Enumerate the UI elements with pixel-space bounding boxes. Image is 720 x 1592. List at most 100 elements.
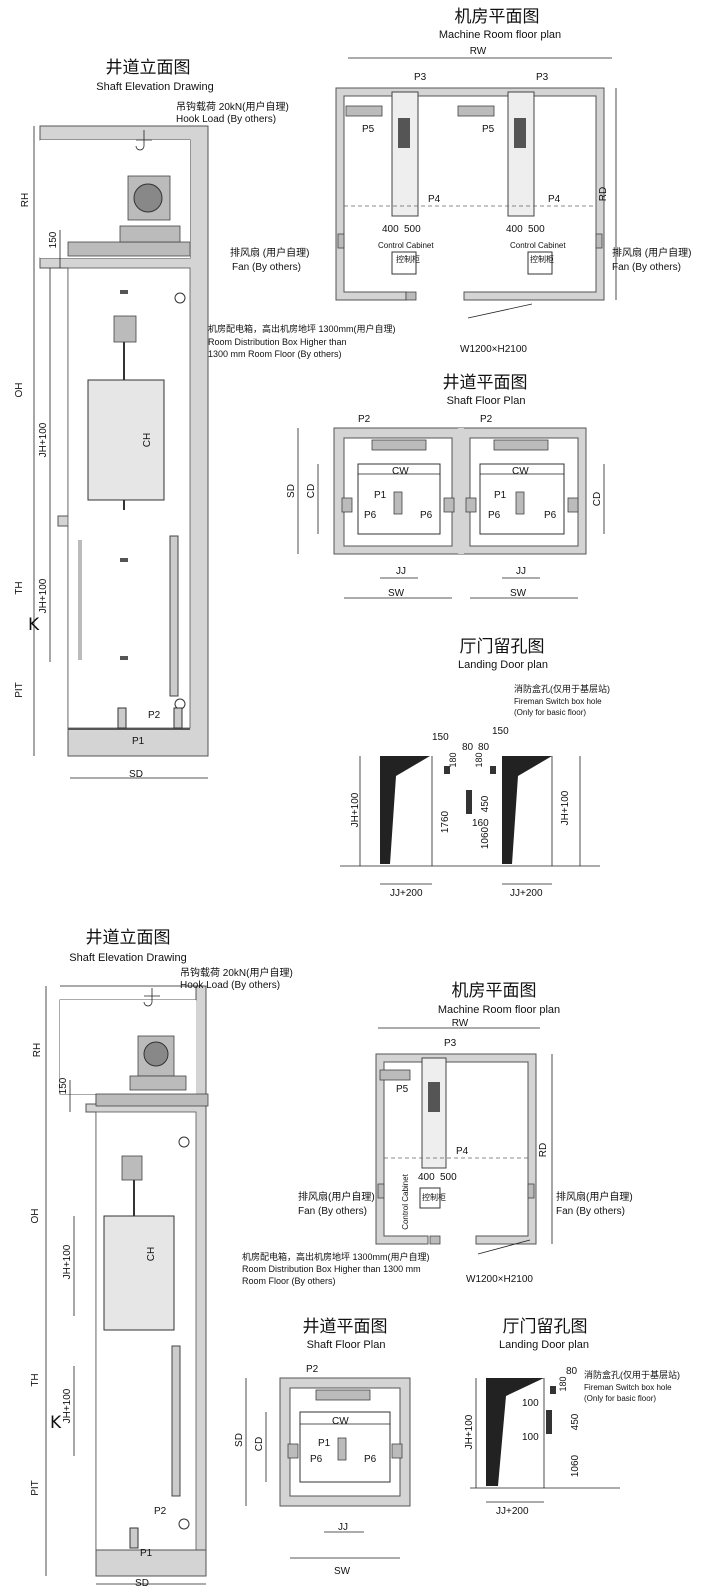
bot-mr-box-en1: Room Distribution Box Higher than 1300 m…: [242, 1264, 421, 1274]
bot-elev-p2: P2: [154, 1506, 167, 1517]
bot-sf-sd: SD: [234, 1433, 245, 1447]
bot-ld-450: 450: [570, 1413, 581, 1430]
mr-door-icon: [467, 303, 533, 319]
top-sf-p1a: P1: [374, 490, 387, 501]
bot-elev-jh100a: JH+100: [62, 1244, 73, 1279]
bot-mr-500: 500: [440, 1172, 457, 1183]
bot-elev-title-en: Shaft Elevation Drawing: [69, 952, 186, 964]
top-mr-door: W1200×H2100: [460, 344, 527, 355]
top-mr-fan-l-cn: 排风扇 (用户自理): [230, 246, 309, 259]
top-mr-box-en1: Room Distribution Box Higher than: [208, 337, 347, 347]
top-mr-p3a: P3: [414, 72, 427, 83]
control-cabinet-icon-b: [527, 251, 553, 275]
bot-ld-fire-en1: Fireman Switch box hole: [584, 1383, 672, 1392]
bot-ld-100b: 100: [522, 1432, 539, 1443]
bot-elev-k: K: [50, 1413, 62, 1433]
bot-mr-cab: Control Cabinet: [401, 1173, 410, 1229]
top-elev-ch: CH: [142, 433, 153, 447]
bot-mr-box-cn: 机房配电箱，高出机房地坪 1300mm(用户自理): [242, 1251, 430, 1262]
top-mr-title-cn: 机房平面图: [455, 7, 540, 27]
bot-elev-oh: OH: [30, 1209, 41, 1224]
top-elev-p2: P2: [148, 710, 161, 721]
bot-ld-fire-en2: (Only for basic floor): [584, 1394, 656, 1403]
bot-elev-jh100b: JH+100: [62, 1388, 73, 1423]
bottom-shaft-elevation: 井道立面图 Shaft Elevation Drawing RH 150 OH …: [30, 928, 293, 1589]
top-sf-p2a: P2: [358, 414, 371, 425]
top-mr-p3b: P3: [536, 72, 549, 83]
fireman-box-hole-icon: [444, 766, 450, 774]
car-icon: [87, 379, 165, 501]
bot-mr-title-en: Machine Room floor plan: [438, 1004, 560, 1016]
door-jamb-left-icon: [380, 756, 430, 864]
top-sf-p6d: P6: [544, 510, 557, 521]
bot-mr-cab-cn: 控制柜: [422, 1192, 446, 1202]
top-ld-fire-cn: 消防盒孔(仅用于基层站): [514, 683, 610, 694]
top-sf-p1b: P1: [494, 490, 507, 501]
top-ld-fire-en1: Fireman Switch box hole: [514, 697, 602, 706]
top-mr-rw: RW: [470, 46, 487, 57]
top-elev-hook-cn: 吊钩载荷 20kN(用户自理): [176, 100, 289, 113]
top-elev-k: K: [28, 615, 40, 635]
bot-sf-p6a: P6: [310, 1454, 323, 1465]
bot-mr-title-cn: 机房平面图: [452, 981, 537, 1001]
bot-elev-pit: PIT: [30, 1480, 41, 1496]
bot-elev-150: 150: [58, 1077, 69, 1094]
top-ld-80b: 80: [478, 742, 490, 753]
top-elev-oh: OH: [14, 383, 25, 398]
bot-sf-cw: CW: [332, 1416, 349, 1427]
bot-sf-cd: CD: [254, 1437, 265, 1451]
top-ld-jj200b: JJ+200: [510, 888, 543, 899]
top-sf-p2b: P2: [480, 414, 493, 425]
top-shaft-elevation: 井道立面图 Shaft Elevation Drawing RH: [14, 58, 289, 780]
bot-elev-rh: RH: [32, 1043, 43, 1057]
top-elev-jh100a: JH+100: [38, 422, 49, 457]
distribution-box-icon: [405, 291, 417, 301]
fan-icon-left: [337, 233, 345, 249]
bot-sf-title-en: Shaft Floor Plan: [307, 1339, 386, 1351]
top-mr-400a: 400: [382, 224, 399, 235]
bot-mr-fan-r-en: Fan (By others): [556, 1206, 625, 1217]
top-machine-room: 机房平面图 Machine Room floor plan RW RD P3 P…: [208, 7, 691, 359]
bot-ld-1060: 1060: [570, 1454, 581, 1477]
top-sf-jja: JJ: [396, 566, 406, 577]
bot-sf-jj: JJ: [338, 1522, 348, 1533]
top-elev-title-en: Shaft Elevation Drawing: [96, 81, 213, 93]
top-ld-jj200a: JJ+200: [390, 888, 423, 899]
machine-slab: [67, 241, 191, 257]
top-mr-500a: 500: [404, 224, 421, 235]
bot-elev-hook-en: Hook Load (By others): [180, 980, 280, 991]
bot-sf-p6b: P6: [364, 1454, 377, 1465]
top-sf-cd2: CD: [592, 492, 603, 506]
bot-mr-p5: P5: [396, 1084, 409, 1095]
top-sf-jjb: JJ: [516, 566, 526, 577]
top-ld-fire-en2: (Only for basic floor): [514, 708, 586, 717]
top-elev-pit: PIT: [14, 682, 25, 698]
bot-sf-p2: P2: [306, 1364, 319, 1375]
top-ld-150b: 150: [492, 726, 509, 737]
bot-mr-fan-l-cn: 排风扇(用户自理): [298, 1190, 375, 1203]
top-elev-p1: P1: [132, 736, 145, 747]
top-ld-1760: 1760: [440, 810, 451, 833]
fan-icon-right: [595, 233, 603, 249]
top-mr-fan-r-en: Fan (By others): [612, 262, 681, 273]
top-shaft-floor: 井道平面图 Shaft Floor Plan P2 P2 CW CW SD CD…: [286, 373, 605, 599]
bot-ld-title-cn: 厅门留孔图: [503, 1317, 588, 1337]
top-ld-jh100b: JH+100: [560, 790, 571, 825]
bot-ld-180: 180: [558, 1376, 568, 1391]
bot-mr-door: W1200×H2100: [466, 1274, 533, 1285]
top-sf-cd: CD: [306, 484, 317, 498]
top-mr-box-en2: 1300 mm Room Floor (By others): [208, 349, 342, 359]
top-ld-jh100a: JH+100: [350, 792, 361, 827]
bot-mr-p3: P3: [444, 1038, 457, 1049]
top-ld-title-en: Landing Door plan: [458, 659, 548, 671]
car-top-icon: [113, 315, 137, 343]
bot-mr-fan-r-cn: 排风扇(用户自理): [556, 1190, 633, 1203]
top-elev-sd: SD: [129, 769, 143, 780]
bottom-shaft-floor: 井道平面图 Shaft Floor Plan P2 CW SD CD P1 P6…: [234, 1317, 411, 1577]
light-icon: [174, 292, 186, 304]
bot-elev-title-cn: 井道立面图: [86, 928, 171, 948]
top-sf-swa: SW: [388, 588, 405, 599]
bot-elev-ch: CH: [146, 1247, 157, 1261]
